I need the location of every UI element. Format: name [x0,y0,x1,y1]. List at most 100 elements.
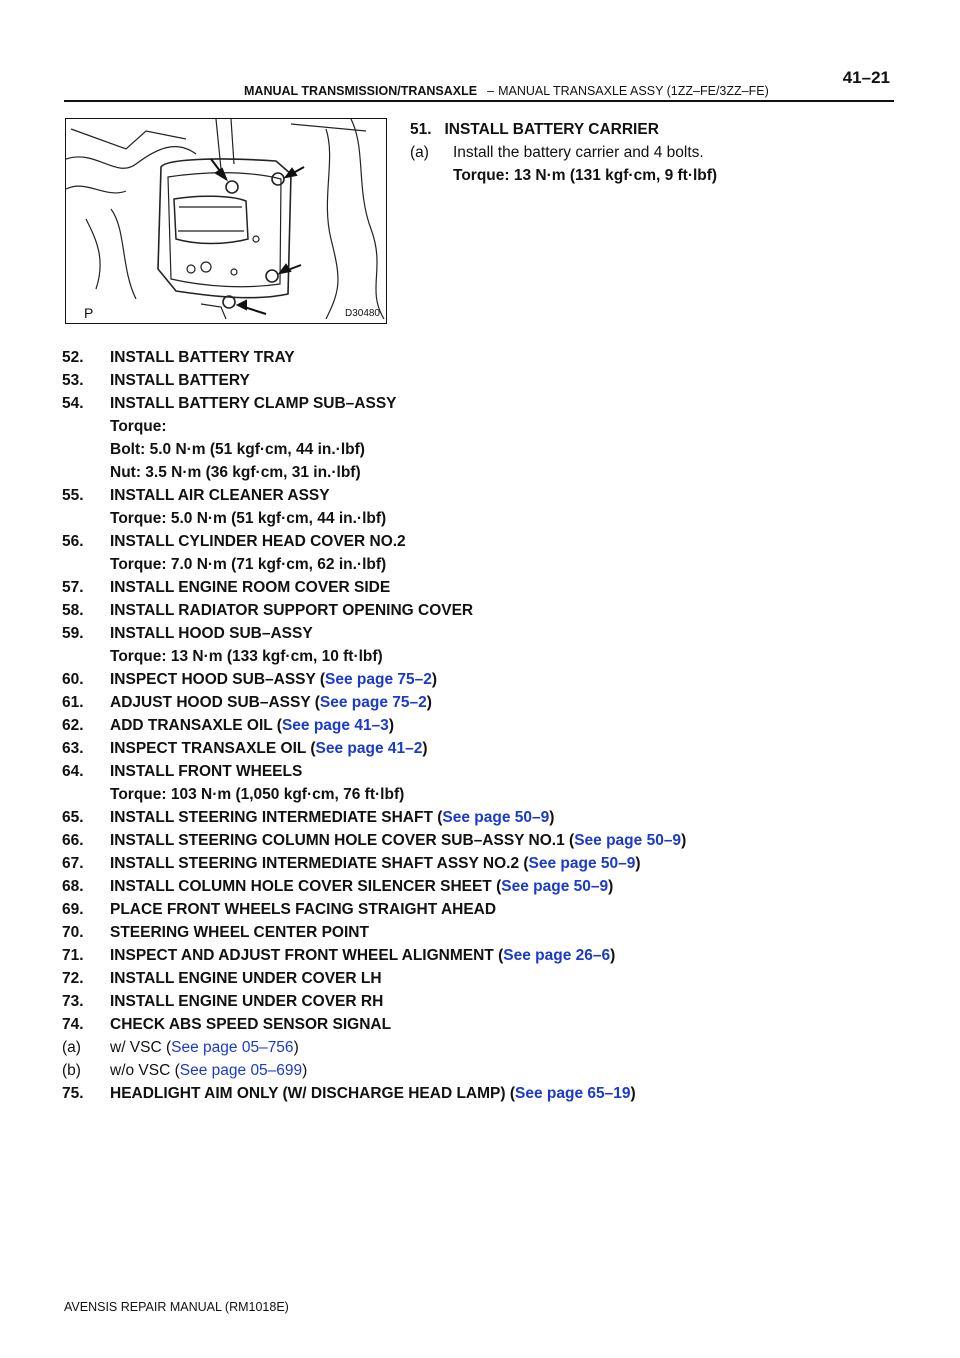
procedure-step: 70.STEERING WHEEL CENTER POINT [62,921,942,944]
procedure-step: (b) w/o VSC (See page 05–699) [62,1059,942,1082]
step-number: 66. [62,832,84,849]
page-header: MANUAL TRANSMISSION/TRANSAXLE–MANUAL TRA… [64,68,894,102]
procedure-step: (a) w/ VSC (See page 05–756) [62,1036,942,1059]
step-text: INSPECT HOOD SUB–ASSY ( [110,671,326,688]
step-51-torque: Torque: 13 N·m (131 kgf·cm, 9 ft·lbf) [453,167,718,184]
step-number: 75. [62,1085,84,1102]
header-title: MANUAL TRANSMISSION/TRANSAXLE–MANUAL TRA… [244,84,769,98]
step-torque-note: Torque: 7.0 N·m (71 kgf·cm, 62 in.·lbf) [110,556,387,573]
step-number: 54. [62,395,84,412]
step-number: 60. [62,671,84,688]
step-text: INSPECT AND ADJUST FRONT WHEEL ALIGNMENT… [110,947,504,964]
procedure-step: 65.INSTALL STEERING INTERMEDIATE SHAFT (… [62,806,942,829]
header-section: MANUAL TRANSMISSION/TRANSAXLE [244,84,478,98]
step-number: 67. [62,855,84,872]
procedure-step: 74.CHECK ABS SPEED SENSOR SIGNAL [62,1013,942,1036]
step-torque-note: Torque: [110,418,167,435]
step-number: 68. [62,878,84,895]
procedure-step: 56. INSTALL CYLINDER HEAD COVER NO.2 [62,530,942,553]
step-number: 64. [62,763,84,780]
step-text: INSTALL CYLINDER HEAD COVER NO.2 [110,533,406,550]
procedure-step: 72.INSTALL ENGINE UNDER COVER LH [62,967,942,990]
header-subsection: MANUAL TRANSAXLE ASSY (1ZZ–FE/3ZZ–FE) [498,84,769,98]
procedure-step: 53. INSTALL BATTERY [62,369,942,392]
step-number: (a) [62,1039,81,1056]
step-text: ADJUST HOOD SUB–ASSY ( [110,694,320,711]
step-text: INSTALL STEERING COLUMN HOLE COVER SUB–A… [110,832,575,849]
page-reference-link[interactable]: See page 05–756 [171,1039,294,1056]
page-reference-link[interactable]: See page 05–699 [179,1062,303,1079]
page-reference-link[interactable]: See page 41–2 [315,740,423,757]
step-number: 53. [62,372,84,389]
step-text-tail: ) [681,832,687,849]
step-text: INSTALL STEERING INTERMEDIATE SHAFT ASSY… [110,855,529,872]
step-text-tail: ) [635,855,641,872]
procedure-step: 60. INSPECT HOOD SUB–ASSY (See page 75–2) [62,668,942,691]
page-reference-link[interactable]: See page 41–3 [281,717,389,734]
page-reference-link[interactable]: See page 26–6 [503,947,611,964]
step-text-tail: ) [388,717,394,734]
step-text: HEADLIGHT AIM ONLY (W/ DISCHARGE HEAD LA… [110,1085,516,1102]
procedure-steps-list: 52. INSTALL BATTERY TRAY 53. INSTALL BATTER… [62,346,942,1105]
step-number: 74. [62,1016,84,1033]
step-text-tail: ) [431,671,438,688]
page-reference-link[interactable]: See page 50–9 [528,855,636,872]
step-51-sub-text: Install the battery carrier and 4 bolts. [453,144,704,161]
step-text-tail: ) [610,947,616,964]
figure-mark: P [84,305,94,321]
step-text-tail: ) [422,740,428,757]
step-text: INSTALL RADIATOR SUPPORT OPENING COVER [110,602,474,619]
procedure-step: 71.INSPECT AND ADJUST FRONT WHEEL ALIGNM… [62,944,942,967]
step-text: INSTALL FRONT WHEELS [110,763,303,780]
step-torque-note: Bolt: 5.0 N·m (51 kgf·cm, 44 in.·lbf) [110,441,365,458]
step-text: INSTALL COLUMN HOLE COVER SILENCER SHEET… [110,878,502,895]
page-reference-link[interactable]: See page 50–9 [574,832,682,849]
page-reference-link[interactable]: See page 75–2 [319,694,427,711]
procedure-step: 58. INSTALL RADIATOR SUPPORT OPENING COVE… [62,599,942,622]
procedure-step: 73.INSTALL ENGINE UNDER COVER RH [62,990,942,1013]
step-text: w/o VSC ( [110,1062,180,1079]
step-text: INSTALL STEERING INTERMEDIATE SHAFT ( [110,809,443,826]
step-number: 69. [62,901,84,918]
procedure-step: 52. INSTALL BATTERY TRAY [62,346,942,369]
step-text: INSTALL BATTERY TRAY [110,349,295,366]
step-number: 57. [62,579,84,596]
step-51-sub: (a) Install the battery carrier and 4 bol… [410,141,704,164]
step-text: PLACE FRONT WHEELS FACING STRAIGHT AHEAD [110,901,497,918]
header-dash: – [487,84,495,98]
step-text: INSTALL ENGINE ROOM COVER SIDE [110,579,391,596]
step-51-sub-label: (a) [410,144,429,161]
header-rule [64,100,894,102]
step-text: STEERING WHEEL CENTER POINT [110,924,369,941]
page-reference-link[interactable]: See page 65–19 [515,1085,631,1102]
procedure-step: 55.INSTALL AIR CLEANER ASSY [62,484,942,507]
step-number: 58. [62,602,84,619]
step-text-tail: ) [426,694,432,711]
step-text: INSTALL ENGINE UNDER COVER LH [110,970,382,987]
step-text: INSTALL ENGINE UNDER COVER RH [110,993,384,1010]
procedure-step: 68. INSTALL COLUMN HOLE COVER SILENCER SH… [62,875,942,898]
battery-carrier-drawing [66,119,385,320]
procedure-step: 57. INSTALL ENGINE ROOM COVER SIDE [62,576,942,599]
step-text: w/ VSC ( [110,1039,172,1056]
step-text: INSTALL BATTERY [110,372,250,389]
step-text: INSPECT TRANSAXLE OIL ( [110,740,316,757]
step-text-tail: ) [293,1039,299,1056]
step-torque-note: Torque: 103 N·m (1,050 kgf·cm, 76 ft·lbf… [110,786,405,803]
step-text-tail: ) [302,1062,308,1079]
page-reference-link[interactable]: See page 75–2 [325,671,432,688]
step-torque-note: Nut: 3.5 N·m (36 kgf·cm, 31 in.·lbf) [110,464,361,481]
page-reference-link[interactable]: See page 50–9 [442,809,550,826]
step-number: (b) [62,1062,81,1079]
page-reference-link[interactable]: See page 50–9 [501,878,609,895]
procedure-step: 66. INSTALL STEERING COLUMN HOLE COVER SU… [62,829,942,852]
step-torque-note: Torque: 13 N·m (133 kgf·cm, 10 ft·lbf) [110,648,383,665]
procedure-step: 75. HEADLIGHT AIM ONLY (W/ DISCHARGE HEAD… [62,1082,942,1105]
procedure-step: 67. INSTALL STEERING INTERMEDIATE SHAFT A… [62,852,942,875]
procedure-step: 62.ADD TRANSAXLE OIL (See page 41–3) [62,714,942,737]
step-number: 56. [62,533,84,550]
step-number: 52. [62,349,84,366]
procedure-step: 64. INSTALL FRONT WHEELS [62,760,942,783]
step-text: ADD TRANSAXLE OIL ( [110,717,282,734]
procedure-step: 69. PLACE FRONT WHEELS FACING STRAIGHT AH… [62,898,942,921]
